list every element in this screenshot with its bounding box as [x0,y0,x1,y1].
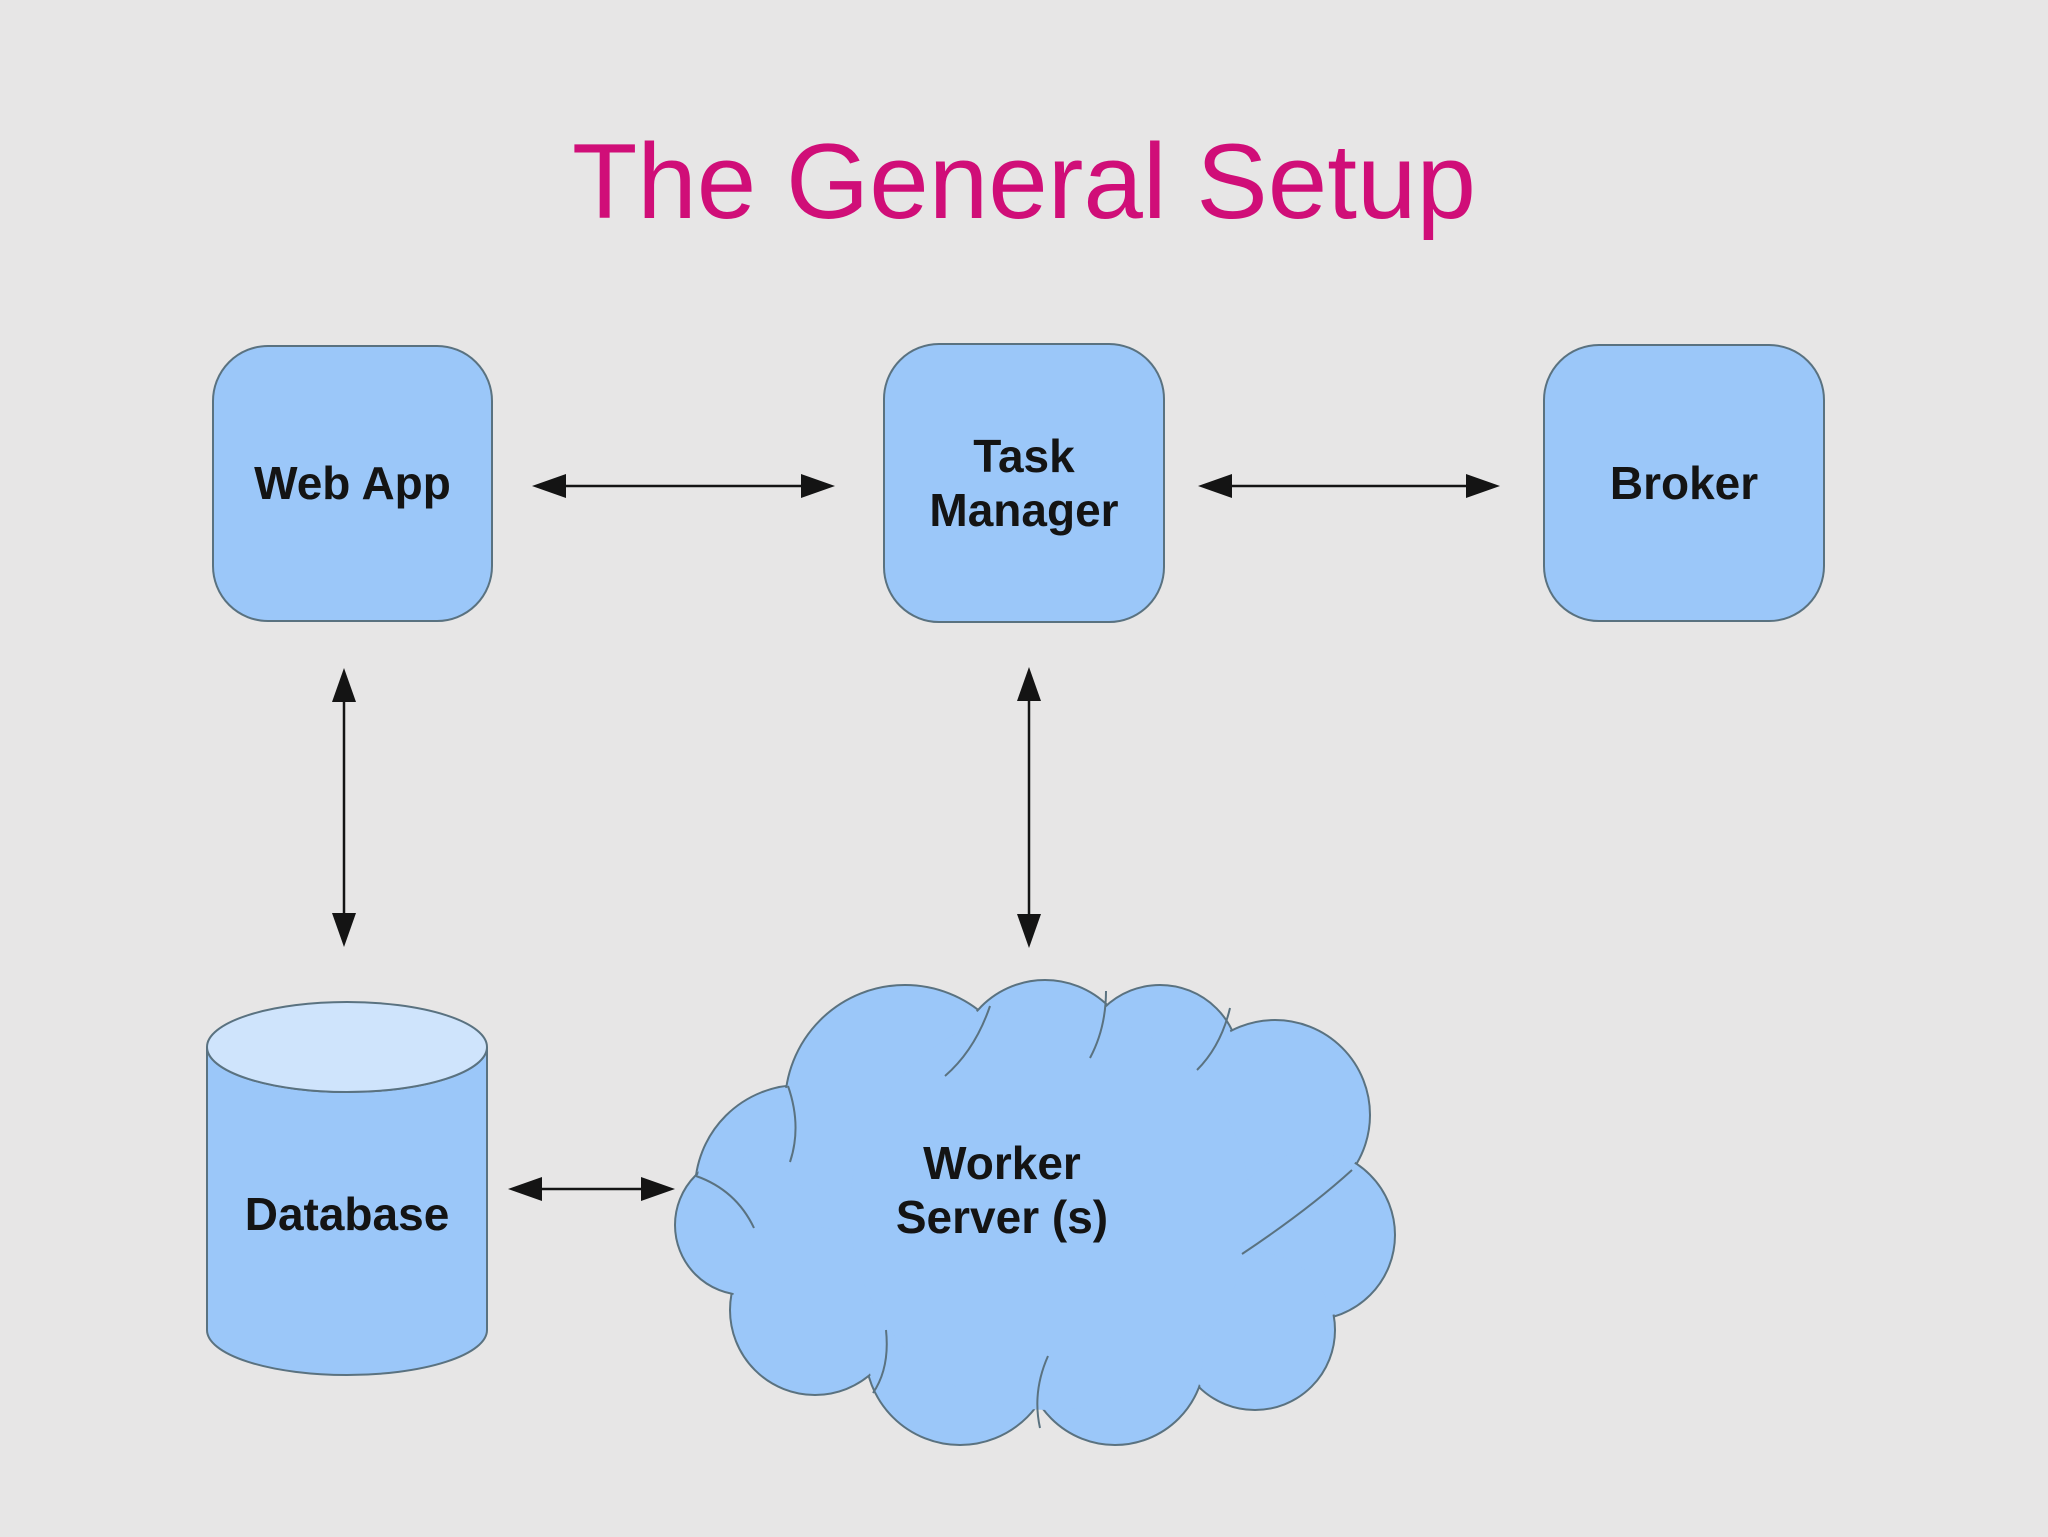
edge-webapp-database [332,668,356,947]
database-cylinder-shape [206,1001,488,1376]
page-title: The General Setup [571,121,1477,241]
edge-taskmanager-workers [1017,667,1041,948]
worker-servers-cloud-shape [674,979,1396,1446]
node-label-web-app: Web App [254,457,451,510]
node-label-broker: Broker [1609,456,1759,509]
node-web-app: Web App [212,345,493,622]
edge-database-workers [508,1177,675,1201]
node-label-worker-servers: Worker Server (s) [852,1128,1152,1252]
node-task-manager: Task Manager [883,343,1165,623]
database-label-text: Database [244,1187,450,1240]
node-label-database: Database [207,1186,487,1242]
worker-servers-label-text: Worker Server (s) [895,1136,1109,1243]
node-broker: Broker [1543,344,1825,622]
edge-taskmanager-broker [1198,474,1500,498]
edge-webapp-taskmanager [532,474,835,498]
node-label-task-manager: Task Manager [929,429,1119,536]
